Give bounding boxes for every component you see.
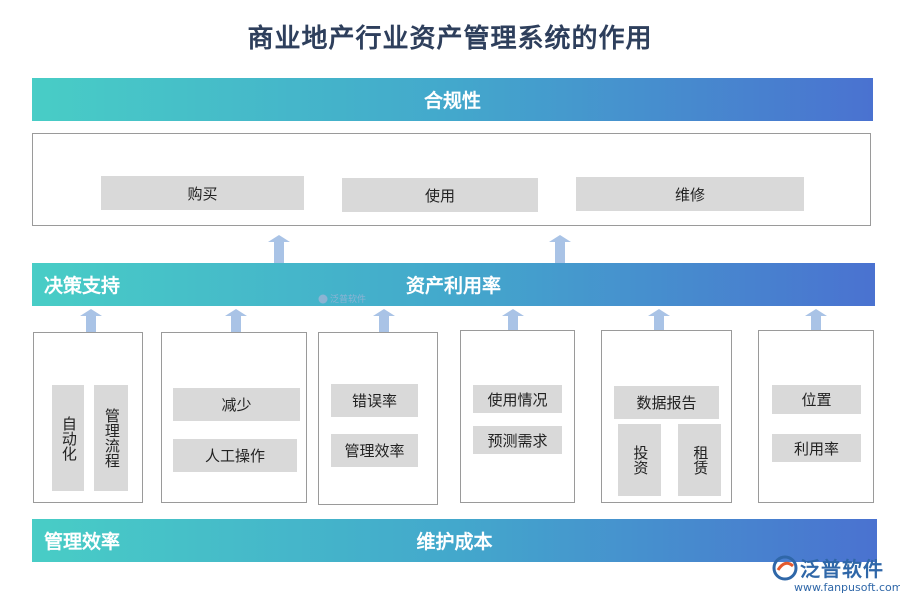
page-title: 商业地产行业资产管理系统的作用 bbox=[247, 24, 653, 54]
compliance-band: 合规性 bbox=[32, 78, 873, 121]
brand-swirl-icon bbox=[772, 555, 798, 581]
asset-utilization-band: 决策支持 资产利用率 bbox=[32, 263, 875, 306]
error-rate-chip: 错误率 bbox=[331, 384, 418, 417]
maintenance-chip: 维修 bbox=[576, 177, 804, 211]
up-arrow-icon bbox=[373, 309, 395, 337]
up-arrow-icon bbox=[648, 309, 670, 337]
group-location bbox=[758, 330, 874, 503]
group-usage-forecast bbox=[460, 330, 575, 503]
logo-url-text: www.fanpusoft.com bbox=[794, 581, 900, 594]
up-arrow-icon bbox=[80, 309, 102, 337]
asset-utilization-label: 资产利用率 bbox=[405, 275, 501, 297]
up-arrow-icon bbox=[549, 235, 571, 263]
decision-support-label: 决策支持 bbox=[44, 275, 121, 297]
manual-operation-chip: 人工操作 bbox=[173, 439, 297, 472]
utilization-chip: 利用率 bbox=[772, 434, 861, 462]
up-arrow-icon bbox=[502, 309, 524, 337]
group-error-rate bbox=[318, 332, 438, 505]
reduce-chip: 减少 bbox=[173, 388, 300, 421]
watermark-text: 泛普软件 bbox=[330, 295, 367, 305]
management-process-chip: 管理流程 bbox=[94, 385, 128, 491]
up-arrow-icon bbox=[268, 235, 290, 263]
compliance-band-label: 合规性 bbox=[423, 90, 481, 112]
up-arrow-icon bbox=[805, 309, 827, 337]
fanpu-logo: 泛普软件 www.fanpusoft.com bbox=[770, 553, 900, 598]
logo-brand-text: 泛普软件 bbox=[800, 557, 884, 581]
management-efficiency-chip: 管理效率 bbox=[331, 434, 418, 467]
watermark: 泛普软件 bbox=[318, 292, 366, 305]
usage-status-chip: 使用情况 bbox=[473, 385, 562, 413]
logo-icon bbox=[318, 294, 328, 303]
forecast-demand-chip: 预测需求 bbox=[473, 426, 562, 454]
up-arrow-icon bbox=[225, 309, 247, 337]
investment-chip: 投资 bbox=[618, 424, 661, 496]
purchase-chip: 购买 bbox=[101, 176, 304, 210]
usage-chip: 使用 bbox=[342, 178, 538, 212]
management-efficiency-label: 管理效率 bbox=[44, 531, 121, 553]
maintenance-cost-label: 维护成本 bbox=[416, 531, 493, 553]
leasing-chip: 租赁 bbox=[678, 424, 721, 496]
automation-chip: 自动化 bbox=[52, 385, 84, 491]
data-report-chip: 数据报告 bbox=[614, 386, 719, 419]
maintenance-cost-band: 管理效率 维护成本 bbox=[32, 519, 877, 562]
location-chip: 位置 bbox=[772, 385, 861, 414]
